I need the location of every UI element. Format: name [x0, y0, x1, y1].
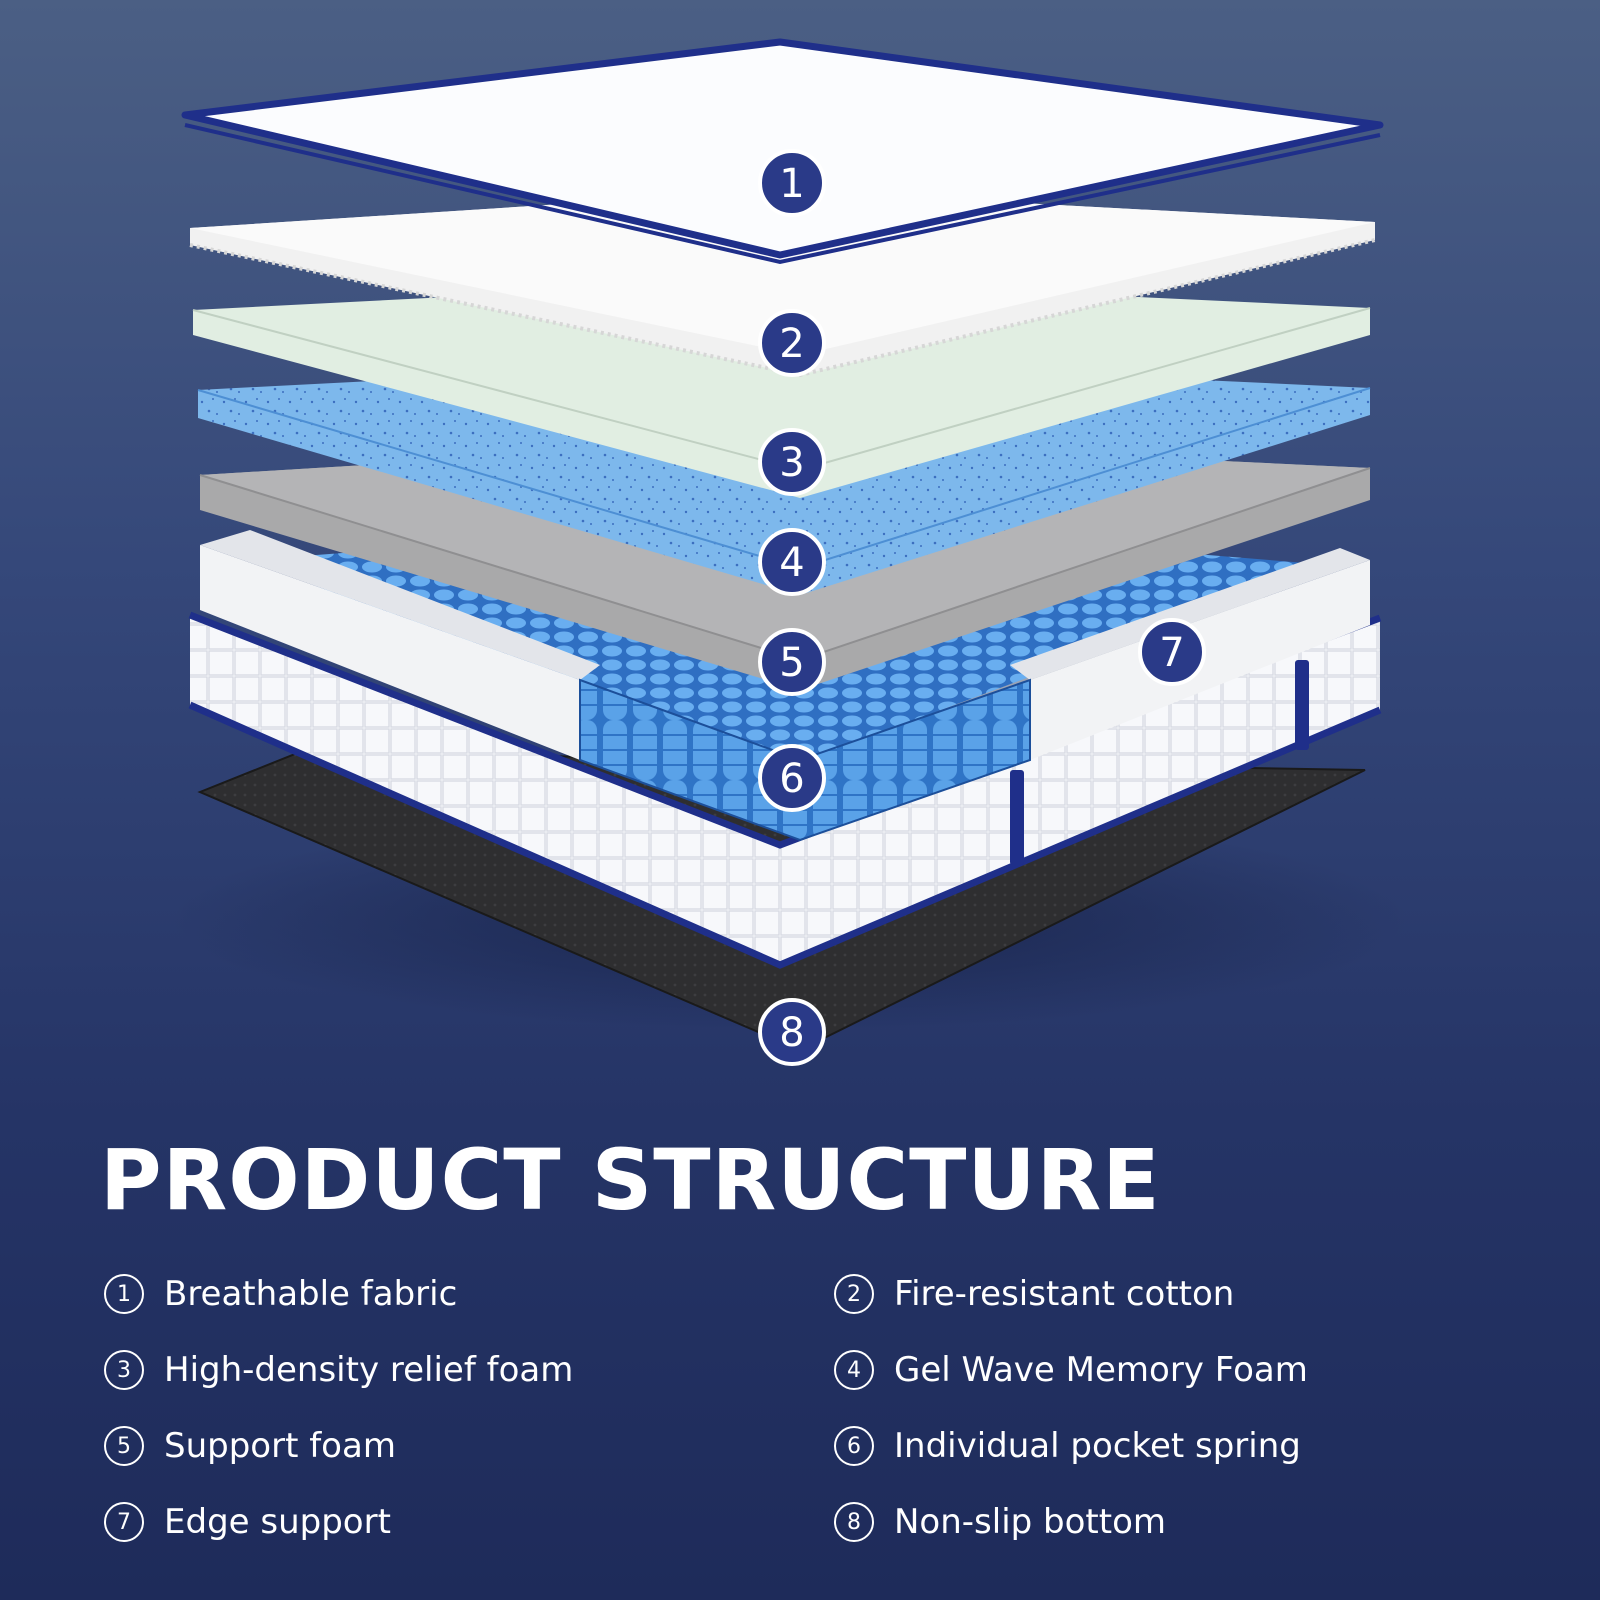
legend-item-5: 5 Support foam — [104, 1424, 834, 1468]
legend-label-4: Gel Wave Memory Foam — [894, 1350, 1308, 1390]
legend-label-6: Individual pocket spring — [894, 1426, 1301, 1466]
mattress-exploded-illustration: 1 2 3 4 5 6 7 8 — [170, 38, 1410, 1066]
legend-label-5: Support foam — [164, 1426, 396, 1466]
legend-number-3: 3 — [104, 1350, 144, 1390]
legend-label-7: Edge support — [164, 1502, 391, 1542]
layer-legend: 1 Breathable fabric 2 Fire-resistant cot… — [104, 1272, 1524, 1544]
legend-item-8: 8 Non-slip bottom — [834, 1500, 1524, 1544]
layer-badge-8: 8 — [758, 998, 826, 1066]
legend-item-4: 4 Gel Wave Memory Foam — [834, 1348, 1524, 1392]
handle-strap — [1010, 770, 1024, 865]
svg-text:1: 1 — [779, 161, 804, 207]
layer-number-badges: 1 2 3 4 5 6 7 8 — [758, 149, 1206, 1066]
svg-text:3: 3 — [779, 440, 804, 486]
legend-number-5: 5 — [104, 1426, 144, 1466]
layer-breathable-fabric — [181, 38, 1384, 265]
legend-item-7: 7 Edge support — [104, 1500, 834, 1544]
layer-badge-1: 1 — [758, 149, 826, 217]
layer-badge-7: 7 — [1138, 618, 1206, 686]
layer-badge-2: 2 — [758, 309, 826, 377]
svg-text:6: 6 — [779, 756, 804, 802]
legend-item-2: 2 Fire-resistant cotton — [834, 1272, 1524, 1316]
legend-label-2: Fire-resistant cotton — [894, 1274, 1235, 1314]
layer-badge-6: 6 — [758, 744, 826, 812]
legend-item-6: 6 Individual pocket spring — [834, 1424, 1524, 1468]
svg-text:4: 4 — [779, 540, 804, 586]
legend-label-3: High-density relief foam — [164, 1350, 574, 1390]
legend-item-1: 1 Breathable fabric — [104, 1272, 834, 1316]
legend-number-4: 4 — [834, 1350, 874, 1390]
legend-number-6: 6 — [834, 1426, 874, 1466]
handle-strap — [1295, 660, 1309, 750]
layer-badge-4: 4 — [758, 528, 826, 596]
page-title: PRODUCT STRUCTURE — [100, 1131, 1161, 1229]
layer-badge-5: 5 — [758, 628, 826, 696]
svg-text:2: 2 — [779, 321, 804, 367]
svg-text:5: 5 — [779, 640, 804, 686]
legend-label-1: Breathable fabric — [164, 1274, 458, 1314]
layer-badge-3: 3 — [758, 428, 826, 496]
legend-number-7: 7 — [104, 1502, 144, 1542]
legend-number-2: 2 — [834, 1274, 874, 1314]
svg-text:8: 8 — [779, 1010, 804, 1056]
legend-item-3: 3 High-density relief foam — [104, 1348, 834, 1392]
legend-number-1: 1 — [104, 1274, 144, 1314]
svg-text:7: 7 — [1159, 630, 1184, 676]
legend-label-8: Non-slip bottom — [894, 1502, 1167, 1542]
legend-number-8: 8 — [834, 1502, 874, 1542]
